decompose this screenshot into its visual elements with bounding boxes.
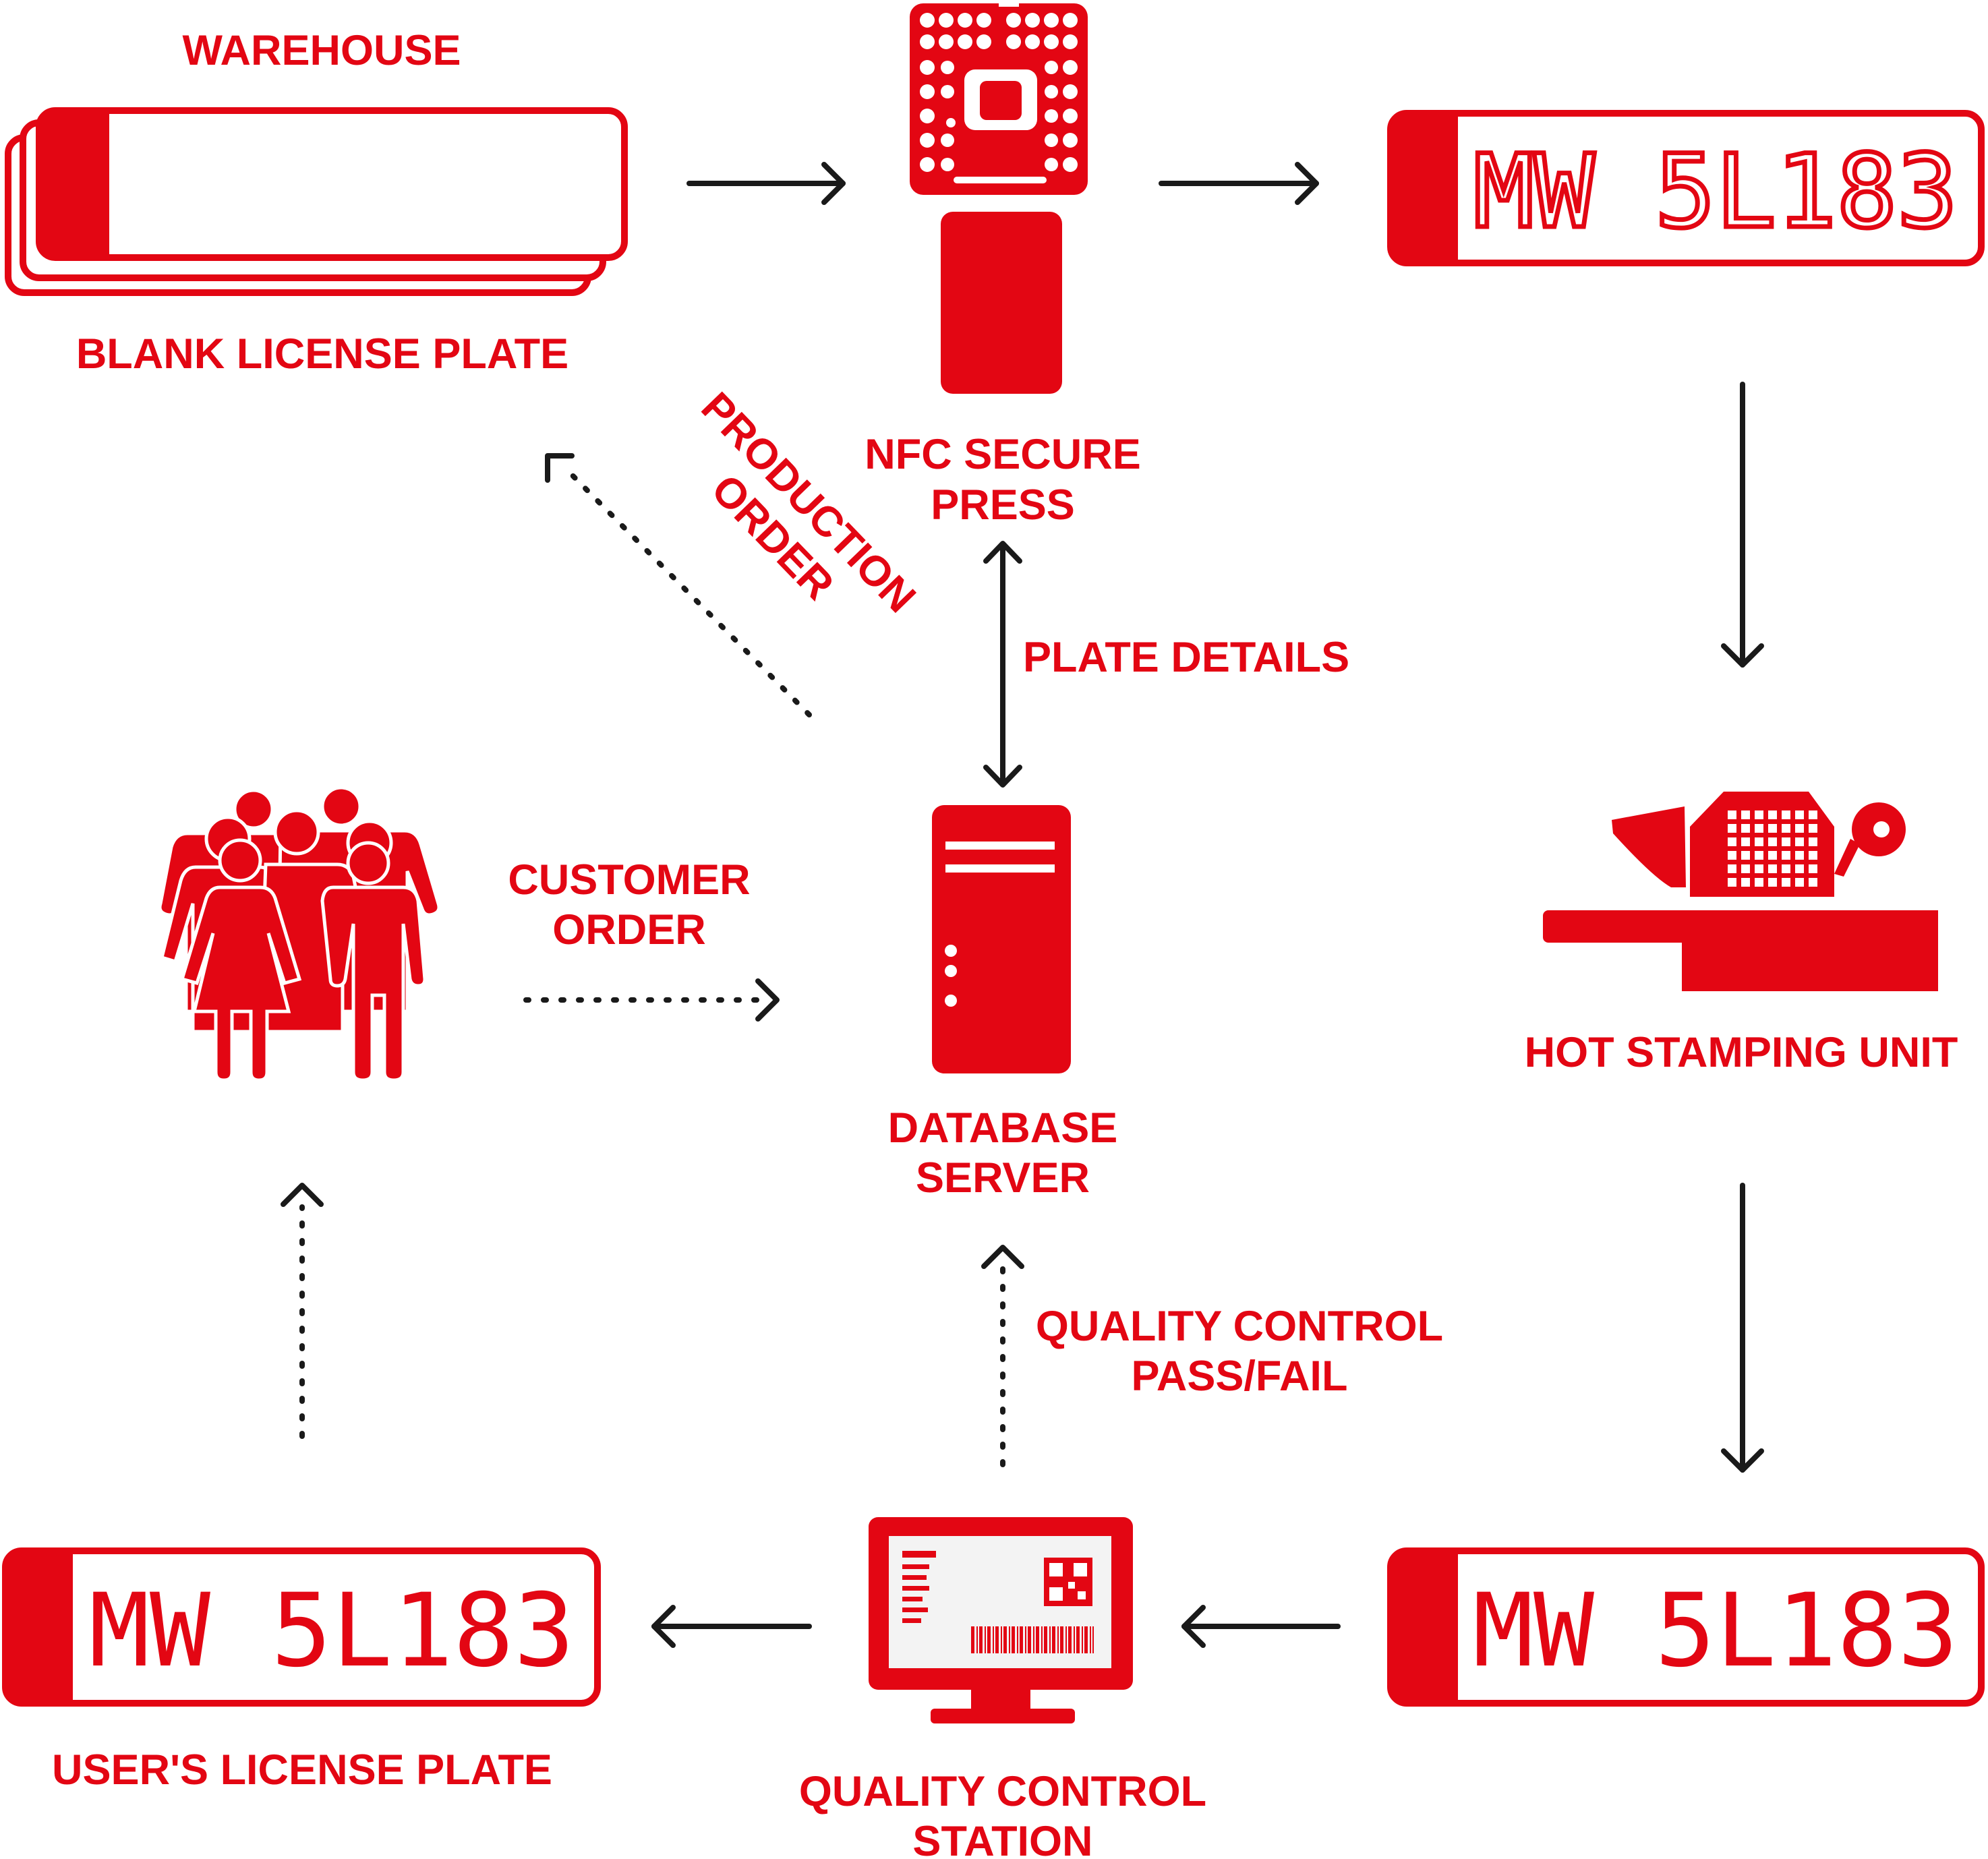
user-plate-number: MW 5L183 (89, 1572, 575, 1690)
arrow-plate-details (983, 541, 1022, 788)
arrow-qc-to-user-plate (651, 1605, 812, 1648)
customer-order-label-line2: ORDER (552, 906, 706, 953)
user-plate-icon: MW 5L183 (2, 1547, 601, 1707)
arrow-plate-to-qc (1181, 1605, 1341, 1648)
qc-pass-fail-label-line2: PASS/FAIL (1132, 1353, 1348, 1400)
qc-station-label-line1: QUALITY CONTROL (799, 1768, 1206, 1815)
hot-stamping-label: HOT STAMPING UNIT (1525, 1029, 1958, 1076)
customer-order-label-line1: CUSTOMER (508, 856, 750, 904)
nfc-press-icon (910, 0, 1088, 394)
arrow-blank-to-press (686, 162, 846, 205)
arrow-production-order (545, 453, 812, 717)
pressed-plate-number: MW 5L183 (1473, 134, 1958, 251)
plate-details-label: PLATE DETAILS (1023, 634, 1349, 681)
pressed-plate-icon: MW 5L183 (1387, 110, 1985, 266)
qc-station-label-line2: STATION (912, 1818, 1092, 1859)
users-plate-label: USER'S LICENSE PLATE (52, 1746, 552, 1794)
qc-monitor-icon (869, 1517, 1133, 1723)
arrow-stamping-to-plate (1721, 1183, 1764, 1473)
production-order-label: PRODUCTION ORDER (693, 384, 925, 622)
database-server-label-line2: SERVER (916, 1154, 1090, 1202)
nfc-press-label-line1: NFC SECURE (865, 431, 1141, 478)
arrow-user-to-customer (281, 1183, 324, 1439)
arrow-plate-to-stamping (1721, 382, 1764, 668)
finished-plate-number: MW 5L183 (1473, 1572, 1958, 1690)
nfc-press-label-line2: PRESS (931, 481, 1075, 529)
blank-plate-stack-icon (5, 107, 628, 296)
server-tower-icon (932, 805, 1071, 1073)
arrow-qc-pass-fail (981, 1245, 1024, 1467)
qc-pass-fail-label-line1: QUALITY CONTROL (1036, 1303, 1443, 1350)
warehouse-label: WAREHOUSE (182, 27, 461, 74)
database-server-label-line1: DATABASE (888, 1104, 1118, 1152)
people-group-icon (158, 786, 441, 1082)
arrow-press-to-plate (1159, 162, 1319, 205)
blank-plate-label: BLANK LICENSE PLATE (76, 330, 568, 378)
arrow-customer-order (523, 978, 780, 1022)
finished-plate-icon: MW 5L183 (1387, 1547, 1985, 1707)
hot-stamping-machine-icon (1543, 792, 1938, 991)
